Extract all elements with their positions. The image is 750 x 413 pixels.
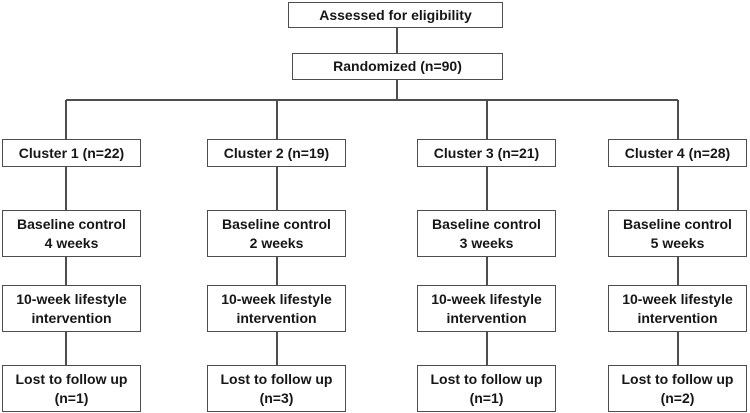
baseline-control-box-2: Baseline control 2 weeks [207, 210, 346, 257]
baseline-line-1: Baseline control [623, 215, 732, 232]
baseline-control-box-3: Baseline control 3 weeks [417, 210, 556, 257]
assessed-for-eligibility-box: Assessed for eligibility [288, 2, 503, 28]
lost-line-1: Lost to follow up [621, 370, 734, 387]
cluster-1-box: Cluster 1 (n=22) [2, 139, 141, 167]
baseline-control-box-1: Baseline control 4 weeks [2, 210, 141, 257]
intervention-line-1: 10-week lifestyle [221, 290, 332, 307]
baseline-line-2: 3 weeks [459, 234, 514, 251]
cluster-4-box: Cluster 4 (n=28) [608, 139, 747, 167]
assessed-label: Assessed for eligibility [319, 6, 472, 23]
baseline-line-2: 2 weeks [249, 234, 304, 251]
randomized-box: Randomized (n=90) [292, 53, 503, 80]
intervention-line-2: intervention [446, 309, 527, 326]
lost-line-1: Lost to follow up [15, 370, 128, 387]
intervention-box-1: 10-week lifestyle intervention [2, 285, 141, 332]
lost-to-follow-up-box-1: Lost to follow up (n=1) [2, 365, 141, 412]
lost-to-follow-up-box-3: Lost to follow up (n=1) [417, 365, 556, 412]
lost-line-2: (n=1) [469, 389, 504, 406]
intervention-line-2: intervention [31, 309, 112, 326]
cluster-2-box: Cluster 2 (n=19) [207, 139, 346, 167]
cluster-3-box: Cluster 3 (n=21) [417, 139, 556, 167]
randomized-label: Randomized (n=90) [333, 58, 462, 74]
lost-line-2: (n=1) [54, 389, 89, 406]
lost-to-follow-up-box-4: Lost to follow up (n=2) [608, 365, 747, 412]
cluster-3-label: Cluster 3 (n=21) [433, 144, 540, 161]
intervention-box-2: 10-week lifestyle intervention [207, 285, 346, 332]
cluster-2-label: Cluster 2 (n=19) [223, 144, 330, 161]
intervention-line-2: intervention [236, 309, 317, 326]
intervention-line-1: 10-week lifestyle [431, 290, 542, 307]
baseline-control-box-4: Baseline control 5 weeks [608, 210, 747, 257]
baseline-line-1: Baseline control [17, 215, 126, 232]
baseline-line-1: Baseline control [222, 215, 331, 232]
intervention-box-3: 10-week lifestyle intervention [417, 285, 556, 332]
baseline-line-2: 4 weeks [44, 234, 99, 251]
intervention-box-4: 10-week lifestyle intervention [608, 285, 747, 332]
intervention-line-1: 10-week lifestyle [16, 290, 127, 307]
baseline-line-2: 5 weeks [650, 234, 705, 251]
lost-line-2: (n=3) [259, 389, 294, 406]
cluster-1-label: Cluster 1 (n=22) [18, 144, 125, 161]
lost-to-follow-up-box-2: Lost to follow up (n=3) [207, 365, 346, 412]
intervention-line-2: intervention [637, 309, 718, 326]
baseline-line-1: Baseline control [432, 215, 541, 232]
cluster-4-label: Cluster 4 (n=28) [624, 144, 731, 161]
lost-line-2: (n=2) [660, 389, 695, 406]
lost-line-1: Lost to follow up [430, 370, 543, 387]
intervention-line-1: 10-week lifestyle [622, 290, 733, 307]
lost-line-1: Lost to follow up [220, 370, 333, 387]
